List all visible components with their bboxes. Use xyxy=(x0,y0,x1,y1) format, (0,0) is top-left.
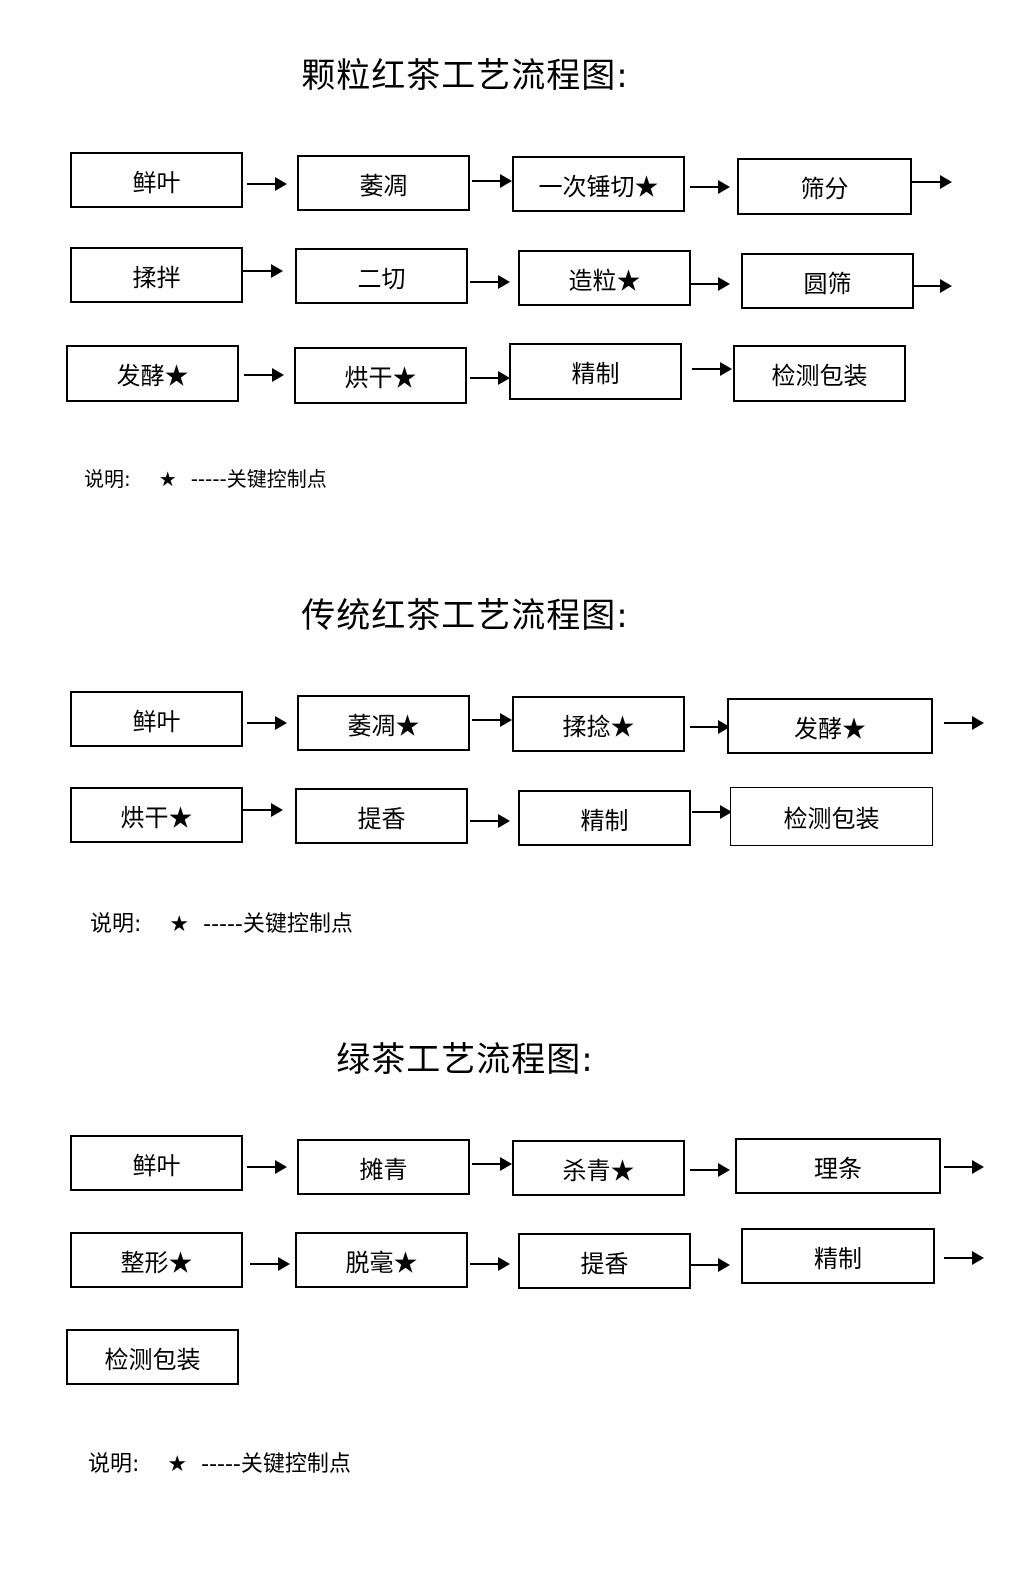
step-box: 鲜叶 xyxy=(70,691,243,747)
arrow-icon xyxy=(250,1257,290,1271)
step-box: 提香 xyxy=(518,1233,691,1289)
step-box: 脱毫★ xyxy=(295,1232,468,1288)
arrow-icon xyxy=(472,1157,512,1171)
arrow-icon xyxy=(912,279,952,293)
arrow-icon xyxy=(690,1163,730,1177)
arrow-icon xyxy=(472,174,512,188)
arrow-icon xyxy=(944,1160,984,1174)
step-box: 精制 xyxy=(741,1228,935,1284)
arrow-icon xyxy=(692,362,732,376)
arrow-icon xyxy=(692,805,732,819)
step-box: 圆筛 xyxy=(741,253,914,309)
arrow-icon xyxy=(243,264,283,278)
step-box: 发酵★ xyxy=(66,345,239,402)
step-box: 摊青 xyxy=(297,1139,470,1195)
legend-text: -----关键控制点 xyxy=(201,1452,351,1477)
step-box: 杀青★ xyxy=(512,1140,685,1196)
step-box: 检测包装 xyxy=(66,1329,239,1385)
section-title-traditional-black-tea: 传统红茶工艺流程图: xyxy=(301,596,629,636)
step-box: 烘干★ xyxy=(294,347,467,404)
legend-text: -----关键控制点 xyxy=(203,912,353,937)
arrow-icon xyxy=(690,1258,730,1272)
arrow-icon xyxy=(470,1257,510,1271)
arrow-icon xyxy=(944,1251,984,1265)
arrow-icon xyxy=(690,277,730,291)
section-title-granular-black-tea: 颗粒红茶工艺流程图: xyxy=(301,56,629,96)
arrow-icon xyxy=(470,814,510,828)
step-box: 二切 xyxy=(295,248,468,304)
arrow-icon xyxy=(247,716,287,730)
step-box: 整形★ xyxy=(70,1232,243,1288)
star-icon: ★ xyxy=(169,912,190,937)
step-box: 揉拌 xyxy=(70,247,243,303)
arrow-icon xyxy=(247,177,287,191)
arrow-icon xyxy=(472,713,512,727)
step-box: 造粒★ xyxy=(518,250,691,306)
arrow-icon xyxy=(243,803,283,817)
section-title-green-tea: 绿茶工艺流程图: xyxy=(336,1040,594,1080)
arrow-icon xyxy=(690,720,730,734)
step-box: 揉捻★ xyxy=(512,696,685,752)
arrow-icon xyxy=(944,716,984,730)
step-box: 鲜叶 xyxy=(70,152,243,208)
arrow-icon xyxy=(470,275,510,289)
legend: 说明: ★ -----关键控制点 xyxy=(88,1446,351,1478)
step-box: 筛分 xyxy=(737,158,912,215)
step-box: 一次锤切★ xyxy=(512,156,685,212)
arrow-icon xyxy=(912,175,952,189)
legend-label: 说明: xyxy=(84,467,131,491)
step-box: 精制 xyxy=(518,790,691,846)
star-icon: ★ xyxy=(158,467,177,491)
step-box: 发酵★ xyxy=(727,698,933,754)
arrow-icon xyxy=(470,371,510,385)
step-box: 烘干★ xyxy=(70,787,243,843)
legend-label: 说明: xyxy=(88,1452,140,1477)
step-box: 提香 xyxy=(295,788,468,844)
arrow-icon xyxy=(244,368,284,382)
step-box: 萎凋 xyxy=(297,155,470,211)
star-icon: ★ xyxy=(167,1452,188,1477)
arrow-icon xyxy=(247,1160,287,1174)
legend: 说明: ★ -----关键控制点 xyxy=(84,463,327,492)
legend-text: -----关键控制点 xyxy=(190,467,327,491)
step-box: 萎凋★ xyxy=(297,695,470,751)
step-box: 鲜叶 xyxy=(70,1135,243,1191)
arrow-icon xyxy=(690,180,730,194)
legend-label: 说明: xyxy=(90,912,142,937)
step-box: 精制 xyxy=(509,343,682,400)
step-box: 检测包装 xyxy=(733,345,906,402)
step-box: 检测包装 xyxy=(730,787,933,846)
step-box: 理条 xyxy=(735,1138,941,1194)
legend: 说明: ★ -----关键控制点 xyxy=(90,906,353,938)
